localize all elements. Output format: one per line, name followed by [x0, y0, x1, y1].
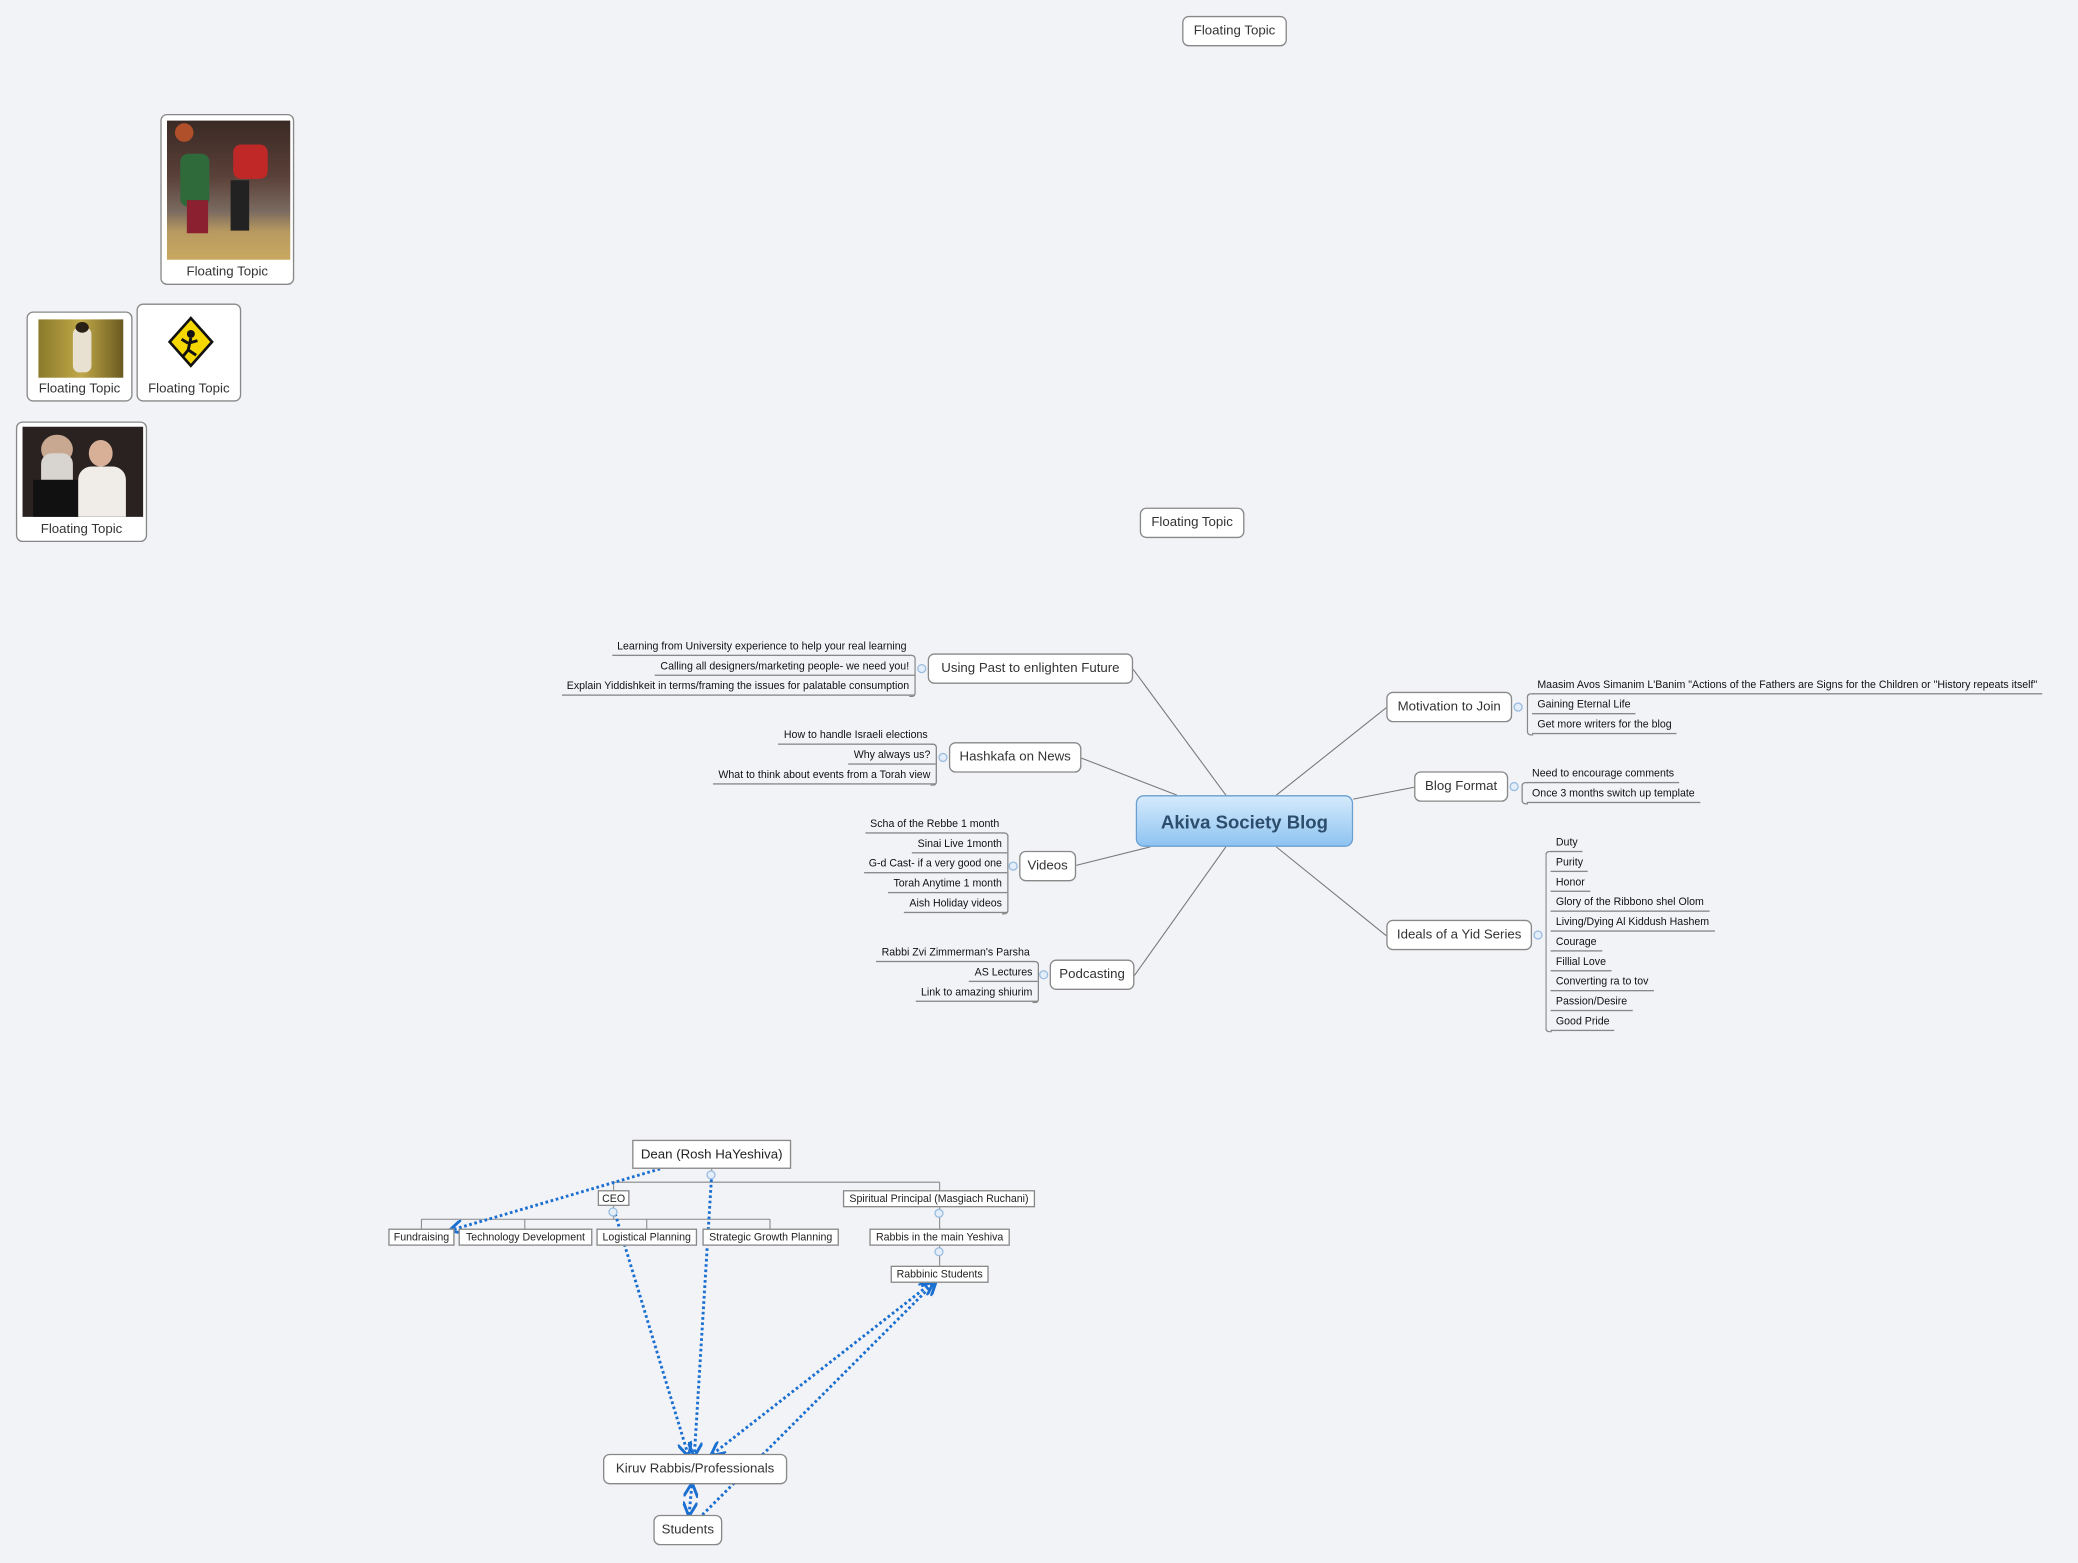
branch-topic-news[interactable]: Hashkafa on News: [948, 742, 1082, 773]
org-dean[interactable]: Dean (Rosh HaYeshiva): [632, 1139, 792, 1169]
subtopic[interactable]: Purity: [1550, 856, 1589, 873]
basketball-photo: [166, 120, 291, 260]
floating-topic-label: Floating Topic: [148, 381, 230, 397]
subtopic[interactable]: Good Pride: [1550, 1015, 1615, 1032]
subtopic[interactable]: Explain Yiddishkeit in terms/framing the…: [561, 680, 915, 696]
child-bracket: [1526, 693, 1534, 736]
floating-topic-basketball-image[interactable]: Floating Topic: [160, 113, 295, 285]
subtopic[interactable]: Get more writers for the blog: [1532, 718, 1678, 735]
central-topic[interactable]: Akiva Society Blog: [1135, 795, 1354, 847]
branch-topic-ideals[interactable]: Ideals of a Yid Series: [1386, 919, 1533, 951]
child-bracket: [1545, 850, 1552, 1033]
floating-topic-label: Floating Topic: [186, 265, 269, 280]
warning-sign-icon: [167, 315, 215, 368]
org-connectors: [420, 1168, 941, 1266]
subtopic[interactable]: Duty: [1550, 836, 1584, 853]
subtopic[interactable]: Need to encourage comments: [1526, 767, 1680, 784]
subtopic[interactable]: Torah Anytime 1 month: [888, 877, 1008, 894]
subtopic[interactable]: Honor: [1550, 876, 1591, 892]
subtopic[interactable]: How to handle Israeli elections: [778, 729, 934, 745]
subtopic[interactable]: Why always us?: [848, 749, 936, 765]
subtopic[interactable]: Fillial Love: [1550, 956, 1612, 972]
collapse-toggle[interactable]: [934, 1208, 944, 1218]
subtopic[interactable]: G-d Cast- if a very good one: [863, 857, 1008, 874]
floating-topic-sign-image[interactable]: Floating Topic: [136, 303, 242, 402]
child-bracket: [909, 654, 916, 698]
collapse-toggle[interactable]: [608, 1207, 618, 1217]
collapse-toggle[interactable]: [1039, 970, 1049, 980]
collapse-toggle[interactable]: [706, 1170, 716, 1180]
org-ceo[interactable]: CEO: [597, 1190, 630, 1207]
subtopic[interactable]: Living/Dying Al Kiddush Hashem: [1550, 916, 1715, 932]
collapse-toggle[interactable]: [1509, 781, 1519, 792]
subtopic[interactable]: Rabbi Zvi Zimmerman's Parsha: [876, 946, 1036, 963]
subtopic[interactable]: Maasim Avos Simanim L'Banim "Actions of …: [1532, 679, 2043, 695]
floating-topic-label: Floating Topic: [38, 381, 121, 397]
subtopic[interactable]: Learning from University experience to h…: [611, 640, 912, 657]
subtopic[interactable]: Once 3 months switch up template: [1526, 787, 1701, 804]
collapse-toggle[interactable]: [1008, 861, 1018, 871]
floating-topic-rabbi-image[interactable]: Floating Topic: [26, 311, 133, 402]
portrait-photo: [22, 426, 144, 517]
collapse-toggle[interactable]: [917, 663, 927, 674]
rabbi-photo: [38, 319, 124, 378]
branch-connectors: [1076, 668, 1415, 976]
collapse-toggle[interactable]: [934, 1247, 944, 1257]
collapse-toggle[interactable]: [938, 752, 948, 763]
floating-topic[interactable]: Floating Topic: [1182, 15, 1287, 47]
floating-topic-portrait-image[interactable]: Floating Topic: [15, 421, 148, 543]
subtopic[interactable]: Converting ra to tov: [1550, 975, 1654, 992]
org-strategic-growth-planning[interactable]: Strategic Growth Planning: [702, 1228, 839, 1246]
subtopic[interactable]: Calling all designers/marketing people- …: [655, 660, 915, 676]
org-fundraising[interactable]: Fundraising: [388, 1228, 455, 1246]
branch-topic-past[interactable]: Using Past to enlighten Future: [927, 653, 1134, 684]
branch-topic-motivation[interactable]: Motivation to Join: [1386, 691, 1513, 723]
org-technology-development[interactable]: Technology Development: [458, 1228, 593, 1246]
org-rabbinic-students[interactable]: Rabbinic Students: [890, 1265, 989, 1283]
collapse-toggle[interactable]: [1513, 702, 1523, 712]
subtopic[interactable]: AS Lectures: [969, 966, 1038, 983]
branch-topic-videos[interactable]: Videos: [1019, 850, 1077, 882]
org-spiritual-principal[interactable]: Spiritual Principal (Masgiach Ruchani): [842, 1190, 1036, 1208]
subtopic[interactable]: Glory of the Ribbono shel Olom: [1550, 896, 1710, 912]
child-bracket: [930, 743, 937, 786]
subtopic[interactable]: Link to amazing shiurim: [915, 986, 1038, 1002]
org-rabbis-main-yeshiva[interactable]: Rabbis in the main Yeshiva: [869, 1228, 1010, 1246]
subtopic[interactable]: What to think about events from a Torah …: [713, 769, 936, 785]
floating-topic[interactable]: Floating Topic: [1139, 507, 1245, 539]
subtopic[interactable]: Passion/Desire: [1550, 995, 1633, 1012]
child-bracket: [1032, 960, 1040, 1004]
branch-topic-format[interactable]: Blog Format: [1414, 771, 1509, 802]
topic-students[interactable]: Students: [653, 1514, 723, 1546]
subtopic[interactable]: Courage: [1550, 936, 1602, 952]
topic-kiruv-rabbis[interactable]: Kiruv Rabbis/Professionals: [603, 1453, 788, 1485]
collapse-toggle[interactable]: [1533, 930, 1543, 940]
subtopic[interactable]: Gaining Eternal Life: [1532, 698, 1636, 715]
org-logistical-planning[interactable]: Logistical Planning: [596, 1228, 698, 1246]
floating-topic-label: Floating Topic: [40, 522, 123, 537]
child-bracket: [1001, 832, 1009, 915]
subtopic[interactable]: Scha of the Rebbe 1 month: [864, 818, 1005, 834]
child-bracket: [1521, 781, 1529, 805]
subtopic[interactable]: Aish Holiday videos: [904, 897, 1008, 914]
branch-topic-podcast[interactable]: Podcasting: [1049, 959, 1135, 990]
subtopic[interactable]: Sinai Live 1month: [912, 838, 1008, 854]
